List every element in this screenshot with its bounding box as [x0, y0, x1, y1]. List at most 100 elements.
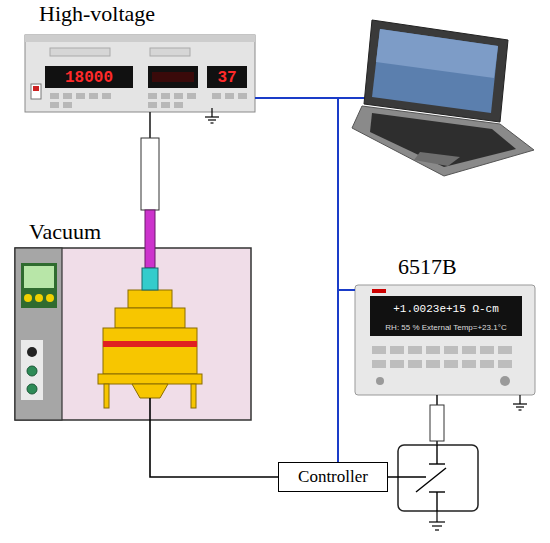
laptop-screen: [372, 29, 498, 113]
panel-knob: [27, 384, 37, 394]
display-segment: [152, 72, 194, 82]
display-reading: +1.0023e+15 Ω-cm: [393, 303, 499, 315]
switch-contact: [436, 492, 437, 511]
display-reading: RH: 55 % External Temp=+23.1°C: [385, 323, 506, 332]
panel-button: [444, 360, 458, 368]
hv-feedthrough: [145, 210, 155, 268]
laptop-lid: [364, 20, 508, 122]
panel-button: [480, 360, 494, 368]
panel-button: [238, 93, 247, 99]
panel-button: [161, 93, 170, 99]
panel-lamp: [46, 294, 54, 302]
control-bus: [255, 98, 338, 462]
signal-wire: [149, 398, 151, 420]
panel-button: [408, 360, 422, 368]
panel-knob: [27, 366, 37, 376]
display-panel: [148, 66, 198, 88]
hv-connector: [142, 268, 158, 290]
panel-button: [462, 346, 476, 354]
instrument-body: [25, 35, 255, 112]
support-leg: [104, 384, 109, 408]
panel-strip: [50, 48, 110, 56]
panel-button: [444, 346, 458, 354]
instrument-trim: [25, 35, 255, 42]
device-label: Vacuum: [29, 219, 101, 245]
panel-display: [21, 263, 57, 308]
panel-button: [50, 93, 59, 99]
control-bus: [255, 98, 355, 290]
panel-knob: [27, 347, 37, 357]
ground-symbol: [519, 395, 520, 404]
ground-symbol: [211, 122, 214, 123]
ground-symbol: [516, 406, 524, 407]
panel-button: [462, 360, 476, 368]
electrode-body: [103, 328, 197, 374]
switch-contact: [429, 491, 445, 492]
laptop-base: [352, 106, 534, 176]
device-label: 6517B: [398, 254, 457, 280]
sample-layer: [103, 341, 197, 347]
ground-symbol: [513, 403, 527, 404]
electrode-top: [128, 290, 172, 308]
display-reading: 37: [217, 69, 236, 87]
power-switch: [33, 86, 39, 91]
control-panel: [15, 248, 62, 420]
display-panel: [370, 296, 522, 336]
device-label: High-voltage: [39, 1, 155, 27]
laptop-keyboard: [370, 113, 516, 167]
ground-symbol: [211, 108, 212, 117]
display-panel: [45, 66, 133, 88]
control-wire: [388, 476, 426, 477]
panel-button: [76, 93, 85, 99]
ground-symbol: [208, 119, 216, 120]
brand-mark: [372, 289, 386, 293]
panel-button: [408, 346, 422, 354]
input-jack: [376, 377, 384, 385]
laptop-touchpad: [414, 152, 460, 166]
panel-button: [426, 346, 440, 354]
display-reading: 18000: [65, 69, 113, 87]
ground-symbol: [436, 511, 437, 522]
panel-lamp: [24, 294, 32, 302]
panel-button: [390, 346, 404, 354]
panel-button: [161, 102, 170, 108]
base-plate: [98, 374, 202, 384]
panel-strip: [150, 48, 190, 56]
electrometer: 6517B: [355, 285, 535, 395]
panel-button: [148, 93, 157, 99]
cable-connector: [430, 405, 444, 441]
switch-contact: [429, 463, 445, 464]
signal-wire: [150, 420, 278, 477]
ground-symbol: [435, 529, 439, 530]
panel-button: [426, 360, 440, 368]
panel-button: [63, 93, 72, 99]
hv-cable-sleeve: [141, 138, 159, 210]
ground-symbol: [205, 116, 219, 117]
switch-blade: [416, 468, 446, 492]
switch-contact: [436, 445, 437, 464]
panel-button: [498, 346, 512, 354]
panel-button: [372, 346, 386, 354]
control-knob: [500, 376, 510, 386]
ground-symbol: [432, 525, 442, 526]
vacuum-chamber: Vacuum: [15, 248, 251, 420]
panel-button: [390, 360, 404, 368]
panel-button: [212, 93, 221, 99]
panel-lamp: [35, 294, 43, 302]
panel-button: [372, 360, 386, 368]
panel-button: [225, 93, 234, 99]
panel-button: [174, 102, 183, 108]
panel-button: [187, 93, 196, 99]
panel-button: [50, 102, 59, 108]
ground-symbol: [429, 521, 445, 522]
panel-button: [102, 93, 111, 99]
laptop-screen: [376, 29, 498, 78]
chamber-wall: [15, 248, 251, 420]
bottom-electrode: [132, 384, 168, 398]
instrument-body: [355, 285, 535, 395]
panel-display: [24, 266, 54, 288]
power-switch: [31, 84, 41, 99]
panel-strip: [21, 340, 43, 400]
panel-button: [148, 102, 157, 108]
panel-button: [63, 102, 72, 108]
